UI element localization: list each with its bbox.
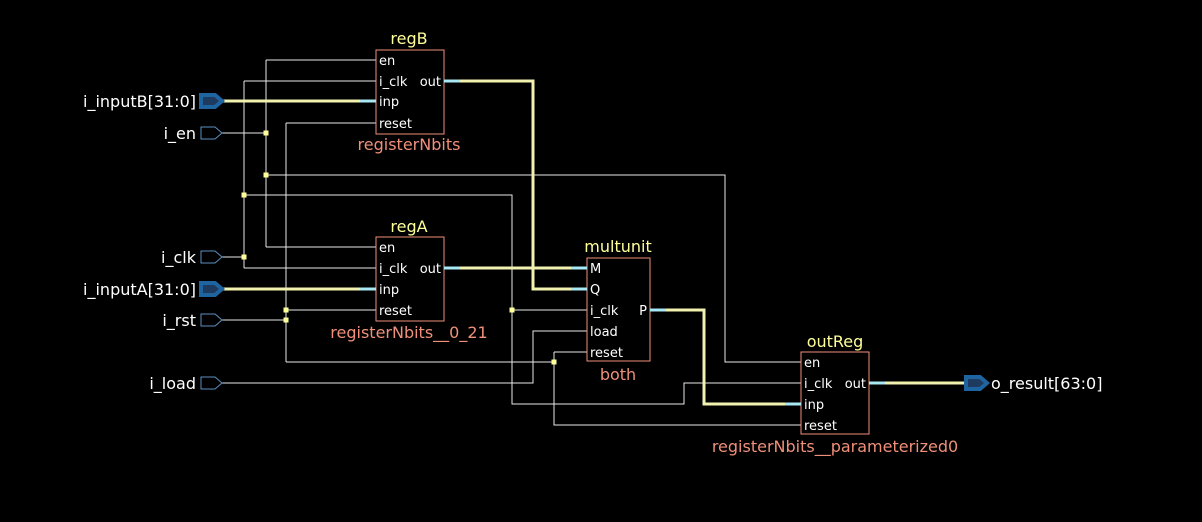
port-label-i-inputB: i_inputB[31:0] bbox=[83, 92, 196, 112]
cell-name-outReg: registerNbits__parameterized0 bbox=[712, 437, 958, 457]
instance-name-regA: regA bbox=[390, 217, 427, 236]
block-outReg-body[interactable] bbox=[800, 351, 870, 435]
port-o-result[interactable]: o_result[63:0] bbox=[964, 374, 1102, 394]
port-i-en[interactable]: i_en bbox=[164, 124, 223, 144]
instance-name-outReg: outReg bbox=[807, 332, 864, 351]
pin-label-en: en bbox=[379, 241, 395, 256]
block-outReg[interactable]: outReg en i_clk inp reset out registerNb… bbox=[712, 332, 958, 457]
pin-label-i-clk: i_clk bbox=[379, 75, 408, 90]
cell-name-regB: registerNbits bbox=[358, 135, 461, 154]
wires bbox=[222, 59, 801, 426]
pin-label-out: out bbox=[420, 262, 441, 277]
block-regA-body[interactable] bbox=[375, 236, 445, 322]
instance-name-regB: regB bbox=[390, 29, 427, 48]
instance-name-multunit: multunit bbox=[584, 237, 651, 256]
pin-label-M: M bbox=[590, 262, 601, 277]
pin-label-reset: reset bbox=[804, 419, 837, 434]
port-label-i-en: i_en bbox=[164, 124, 196, 144]
pin-label-reset: reset bbox=[590, 346, 623, 361]
port-i-clk[interactable]: i_clk bbox=[161, 248, 223, 268]
port-i-rst[interactable]: i_rst bbox=[162, 311, 223, 331]
pin-label-reset: reset bbox=[379, 117, 412, 132]
pin-label-i-clk: i_clk bbox=[590, 304, 619, 319]
pin-label-i-clk: i_clk bbox=[379, 262, 408, 277]
block-multunit-body[interactable] bbox=[586, 257, 651, 362]
port-i-load[interactable]: i_load bbox=[149, 374, 223, 394]
port-label-i-load: i_load bbox=[149, 374, 196, 394]
pin-label-inp: inp bbox=[379, 283, 399, 298]
block-regB[interactable]: regB en i_clk inp reset out registerNbit… bbox=[358, 29, 461, 154]
pin-label-reset: reset bbox=[379, 304, 412, 319]
pin-label-load: load bbox=[590, 325, 618, 340]
block-regB-body[interactable] bbox=[375, 49, 445, 135]
pin-label-inp: inp bbox=[804, 398, 824, 413]
pin-label-inp: inp bbox=[379, 95, 399, 110]
cell-name-multunit: both bbox=[600, 365, 636, 384]
bus-pin-stubs bbox=[360, 79, 885, 406]
port-label-o-result: o_result[63:0] bbox=[991, 374, 1102, 394]
port-i-inputA[interactable]: i_inputA[31:0] bbox=[83, 280, 226, 300]
port-label-i-rst: i_rst bbox=[162, 311, 196, 331]
pin-label-out: out bbox=[420, 75, 441, 90]
pin-label-en: en bbox=[804, 356, 820, 371]
pin-label-P: P bbox=[639, 304, 647, 319]
port-label-i-inputA: i_inputA[31:0] bbox=[83, 280, 196, 300]
pin-label-out: out bbox=[845, 377, 866, 392]
cell-name-regA: registerNbits__0_21 bbox=[330, 323, 487, 343]
block-multunit[interactable]: multunit M Q i_clk load reset P both bbox=[584, 237, 651, 384]
pin-label-en: en bbox=[379, 54, 395, 69]
port-label-i-clk: i_clk bbox=[161, 248, 197, 268]
pin-label-Q: Q bbox=[590, 283, 600, 298]
pin-label-i-clk: i_clk bbox=[804, 377, 833, 392]
block-regA[interactable]: regA en i_clk inp reset out registerNbit… bbox=[330, 217, 487, 343]
junctions bbox=[241, 130, 557, 365]
port-i-inputB[interactable]: i_inputB[31:0] bbox=[83, 92, 226, 112]
